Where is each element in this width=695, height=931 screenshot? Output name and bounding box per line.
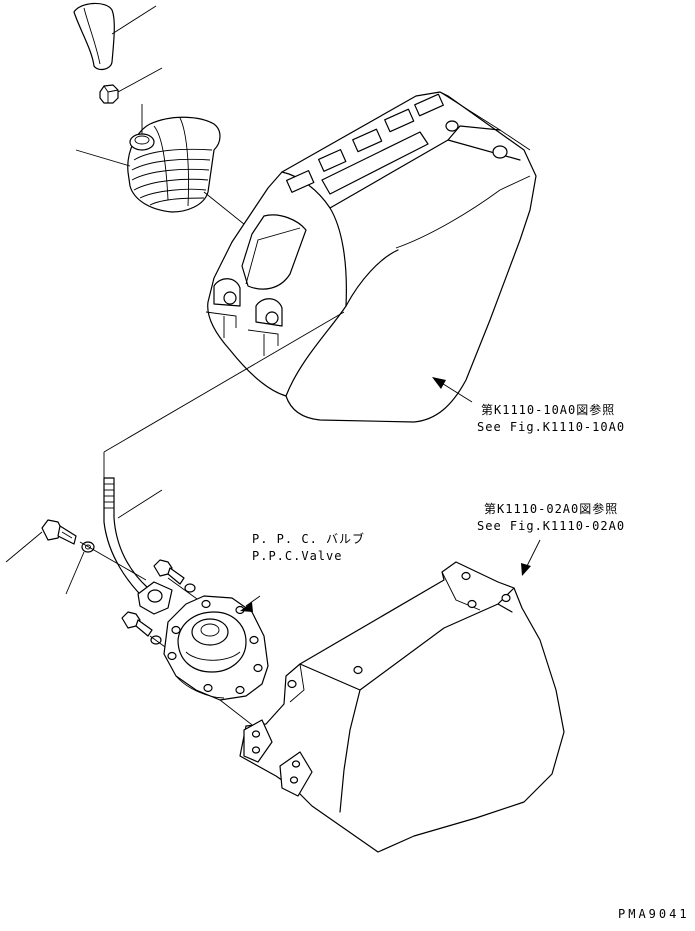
bracket-ref-en: See Fig.K1110-02A0 — [477, 519, 626, 533]
ppc-valve — [163, 595, 269, 729]
console-ref-ja: 第K1110-10A0図参照 — [481, 403, 616, 417]
console-cover — [103, 91, 537, 453]
bracket-ref-ja: 第K1110-02A0図参照 — [484, 502, 619, 516]
control-lever — [103, 452, 173, 615]
bolt-and-washer — [5, 519, 147, 595]
rubber-boot — [75, 104, 347, 307]
hex-nut — [99, 67, 163, 104]
lever-knob — [73, 2, 157, 71]
drawing-code: PMA9041 — [618, 907, 690, 921]
mounting-bolts — [121, 559, 205, 653]
valve-label-en: P.P.C.Valve — [252, 549, 343, 563]
valve-label-ja: P. P. C. バルブ — [252, 532, 366, 546]
console-ref-en: See Fig.K1110-10A0 — [477, 420, 626, 434]
mounting-bracket — [239, 539, 565, 853]
